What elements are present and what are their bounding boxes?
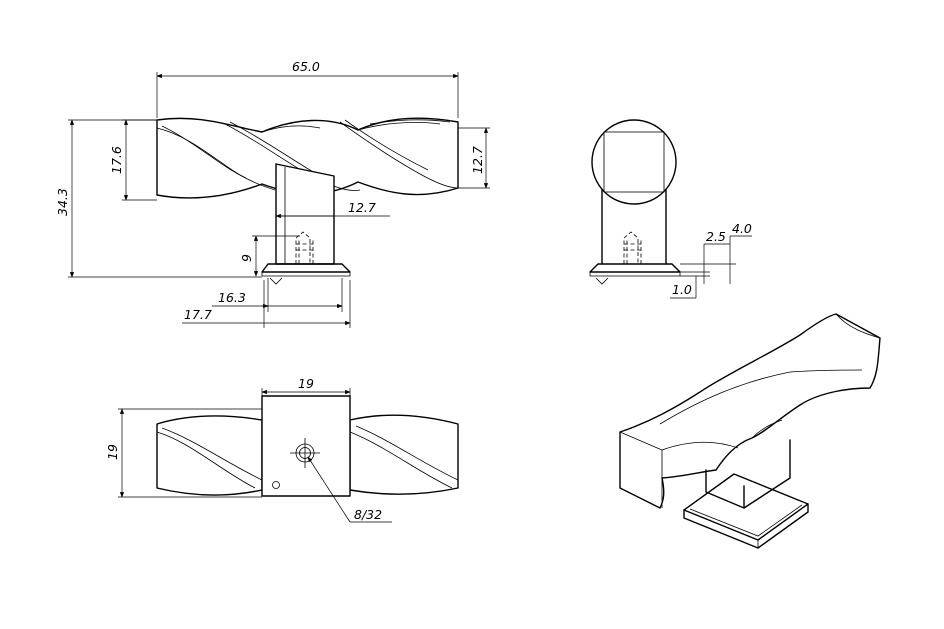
side-view-dimensions: 2.5 4.0 1.0 [670, 221, 752, 299]
front-view-dimensions: 65.0 17.6 12.7 34.3 12.7 9 16.3 17. [55, 59, 490, 328]
dim-thread-depth: 9 [239, 254, 254, 262]
dim-side-a: 2.5 [706, 229, 726, 244]
side-view [589, 119, 681, 285]
dim-flange-inner: 16.3 [218, 290, 246, 305]
dim-knob-height-front: 17.6 [109, 146, 124, 174]
dim-side-c: 1.0 [672, 282, 692, 297]
dim-total-height: 34.3 [55, 188, 70, 216]
dim-overall-length: 65.0 [292, 59, 320, 74]
dim-side-b: 4.0 [732, 221, 752, 236]
dim-thread-spec: 8/32 [354, 507, 382, 522]
dim-flange-outer: 17.7 [184, 307, 212, 322]
dim-knob-height-back: 12.7 [470, 146, 485, 174]
dim-bottom-height: 19 [105, 444, 120, 460]
isometric-view [619, 313, 881, 549]
dim-stem-width: 12.7 [348, 200, 376, 215]
top-view-dimensions: 19 19 8/32 [105, 376, 392, 523]
front-view [156, 117, 459, 285]
top-view [156, 395, 459, 497]
dim-bottom-width: 19 [298, 376, 314, 391]
